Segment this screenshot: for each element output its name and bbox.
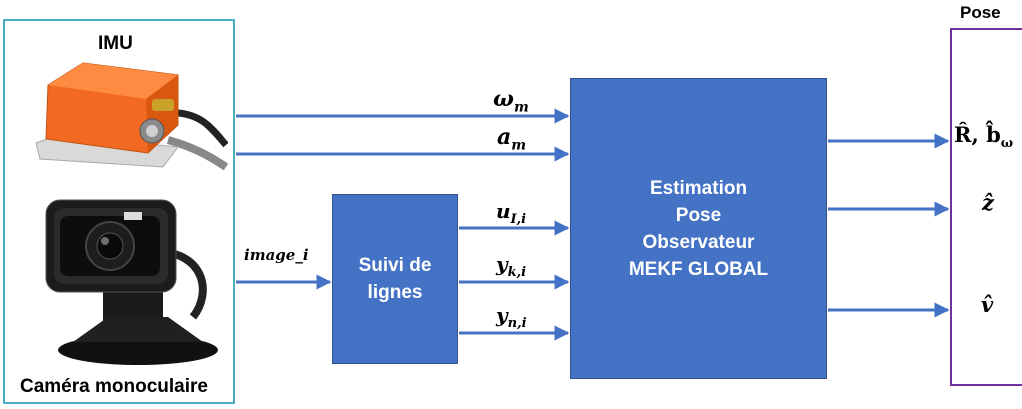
estimation-line2: Pose	[675, 204, 722, 226]
camera-label: Caméra monoculaire	[20, 376, 208, 397]
tracking-line2: lignes	[367, 282, 423, 303]
image-label: image_i	[244, 246, 309, 264]
pose-title: Pose	[960, 3, 1001, 22]
u-label: uI,i	[496, 199, 527, 227]
accel-label: am	[497, 124, 527, 154]
v-output-label: v̂	[981, 292, 994, 317]
estimation-line4: MEKF GLOBAL	[628, 258, 769, 280]
yn-label: yn,i	[496, 303, 527, 331]
estimation-line1: Estimation	[649, 177, 748, 199]
imu-label: IMU	[98, 33, 133, 54]
yk-label: yk,i	[496, 252, 527, 280]
rb-output-label: R̂, b̂ω	[954, 122, 1014, 152]
z-output-label: ẑ	[982, 190, 994, 215]
omega-label: ωm	[493, 86, 529, 116]
pose-output-box	[950, 28, 1022, 386]
pose-estimation-block: Estimation Pose Observateur MEKF GLOBAL	[570, 78, 827, 379]
webcam-icon	[45, 199, 218, 365]
tracking-line1: Suivi de	[358, 255, 432, 276]
line-tracking-block: Suivi de lignes	[332, 194, 458, 364]
imu-device-icon	[35, 62, 228, 171]
estimation-line3: Observateur	[642, 231, 755, 253]
